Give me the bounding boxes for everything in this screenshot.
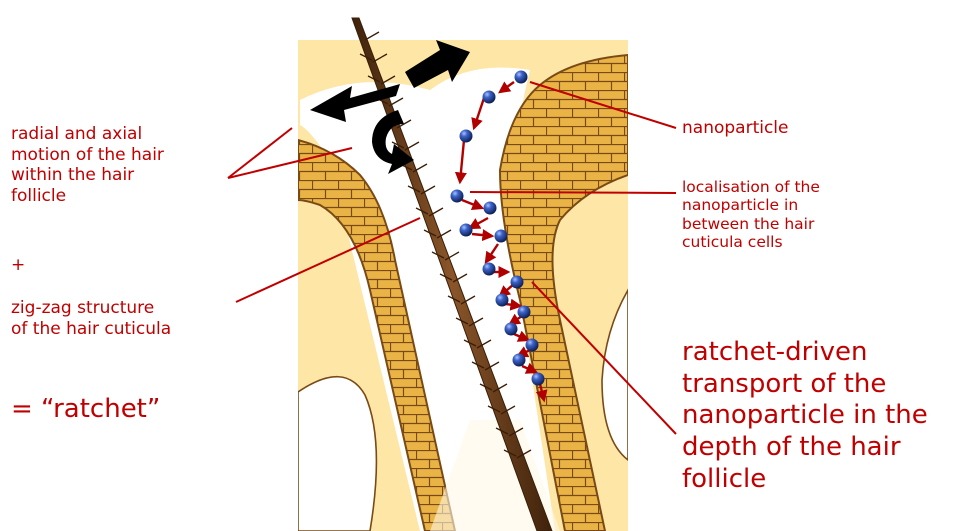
nanoparticle: [526, 339, 539, 352]
zigzag-label: zig-zag structure of the hair cuticula: [11, 298, 241, 339]
nanoparticle: [460, 224, 473, 237]
transport-label: ratchet-driven transport of the nanopart…: [682, 337, 967, 496]
localisation-pointer: [470, 192, 676, 193]
plus-sign: +: [11, 255, 25, 276]
nanoparticle: [515, 71, 528, 84]
ratchet-label: = “ratchet”: [11, 394, 231, 426]
nanoparticle: [511, 276, 524, 289]
nanoparticle: [513, 354, 526, 367]
nanoparticle: [505, 323, 518, 336]
localisation-label: localisation of the nanoparticle in betw…: [682, 178, 902, 251]
nanoparticle: [484, 202, 497, 215]
nanoparticle: [495, 230, 508, 243]
motion-label: radial and axial motion of the hair with…: [11, 124, 231, 207]
nanoparticle: [483, 91, 496, 104]
nanoparticle: [496, 294, 509, 307]
nanoparticle: [451, 190, 464, 203]
nanoparticle: [460, 130, 473, 143]
nanoparticle: [518, 306, 531, 319]
nanoparticle: [483, 263, 496, 276]
skin-panel: [298, 40, 628, 531]
nanoparticle-label: nanoparticle: [682, 118, 882, 139]
nanoparticle: [532, 373, 545, 386]
